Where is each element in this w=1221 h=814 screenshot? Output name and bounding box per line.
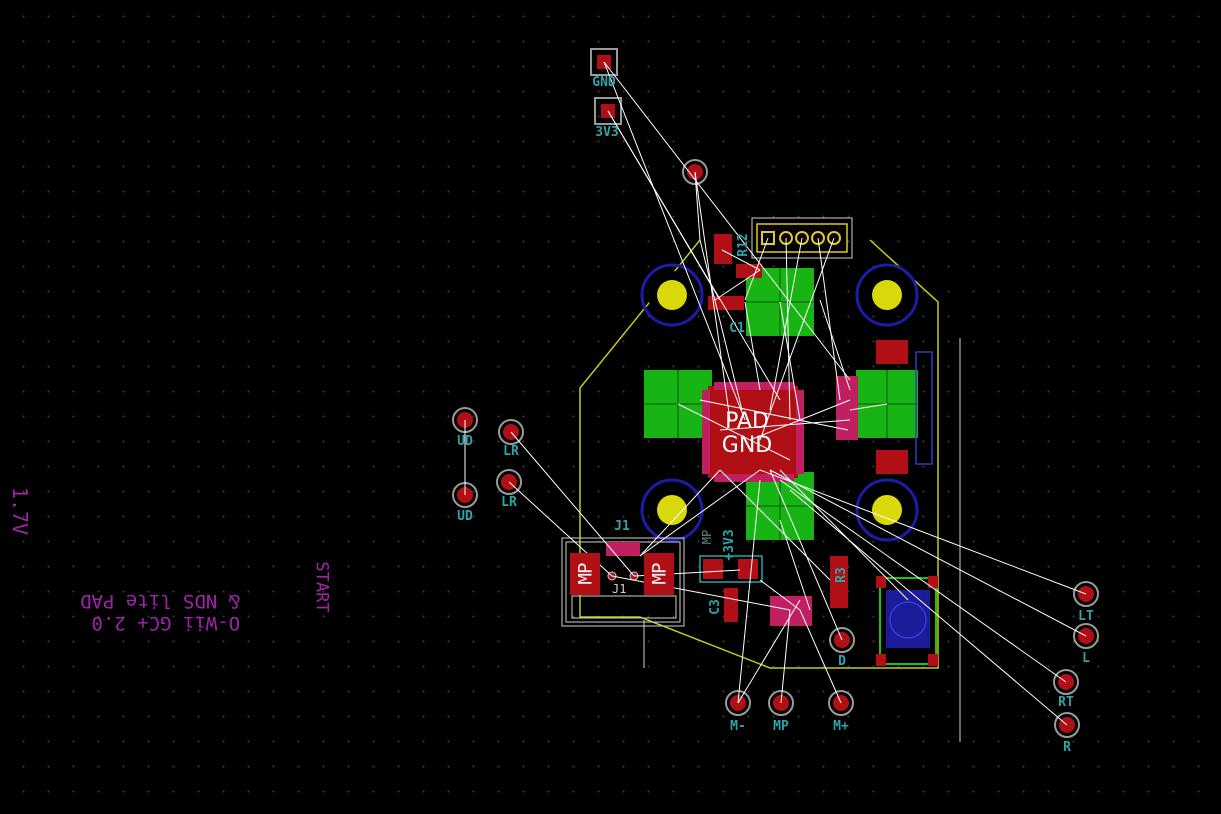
smd-part-pad[interactable] [703, 559, 723, 579]
label-lr-1: LR [503, 444, 519, 459]
fab-title-text: O-Wii GC+ 2.0 & NDS lite PAD [80, 590, 241, 634]
smd-resistor[interactable] [830, 556, 848, 608]
airwire [779, 469, 909, 601]
airwire [603, 61, 851, 381]
airwire [721, 249, 761, 271]
mounting-hole[interactable] [855, 478, 919, 542]
airwire [737, 479, 761, 704]
label-j1-fab: J1 [612, 582, 627, 596]
mounting-hole[interactable] [640, 478, 704, 542]
switch-pad[interactable] [876, 450, 908, 474]
airwire [677, 403, 791, 461]
label-mp: MP [773, 719, 789, 734]
smd-capacitor[interactable] [708, 296, 744, 310]
airwire [714, 269, 761, 301]
airwire [759, 469, 1087, 595]
pad-gnd-label: PAD GND [721, 409, 773, 458]
label-ud-1: UD [457, 434, 473, 449]
airwire [769, 469, 843, 641]
label-gnd: GND [592, 75, 616, 90]
airwire [769, 469, 1087, 637]
mp-pad-left[interactable]: MP [570, 553, 600, 595]
airwire [799, 609, 842, 704]
airwire [785, 237, 791, 421]
smd-part[interactable] [699, 555, 763, 583]
label-plus3v3: +3V3 [722, 529, 737, 561]
airwire [510, 431, 635, 577]
mounting-hole[interactable] [640, 263, 704, 327]
label-3v3: 3V3 [595, 125, 619, 140]
label-lr-2: LR [501, 495, 517, 510]
airwire [769, 237, 803, 411]
airwire [779, 479, 1067, 683]
label-d: D [838, 654, 846, 669]
ratsnest [464, 61, 1087, 726]
airwire [699, 239, 743, 411]
fab-version-text: 1.7V [8, 486, 33, 536]
label-r12: R12 [736, 233, 751, 257]
smd-resistor[interactable] [714, 234, 732, 264]
airwire [737, 599, 801, 704]
label-l: L [1082, 651, 1090, 666]
label-r: R [1063, 740, 1071, 755]
label-c3: C3 [708, 599, 723, 615]
label-j1: J1 [614, 519, 630, 534]
ic-footprint[interactable] [702, 382, 804, 482]
label-ud-2: UD [457, 509, 473, 524]
airwire [744, 301, 761, 391]
fab-start-text: START [311, 561, 332, 613]
airwire [779, 301, 801, 421]
airwire [719, 469, 831, 581]
airwire [817, 237, 841, 401]
airwire [607, 110, 781, 401]
airwire [744, 237, 769, 301]
label-c1: C1 [729, 321, 745, 336]
mp-pad-right[interactable]: MP [644, 553, 674, 595]
smd-capacitor[interactable] [724, 588, 738, 622]
airwire [639, 469, 761, 557]
airwire [849, 403, 888, 411]
label-m-plus: M+ [833, 719, 849, 734]
label-m-minus: M- [730, 719, 746, 734]
airwire [639, 469, 721, 557]
switch-outline [915, 351, 933, 465]
label-r3: R3 [834, 567, 849, 583]
airwire [611, 575, 791, 611]
smd-part-pad[interactable] [738, 559, 758, 579]
airwire [759, 237, 835, 441]
airwire [759, 579, 801, 611]
label-mp-fab: MP [700, 529, 715, 545]
airwire [819, 299, 851, 391]
smd-transistor[interactable] [770, 596, 812, 626]
airwire [780, 609, 791, 704]
label-rt: RT [1058, 695, 1074, 710]
airwire [789, 489, 1068, 726]
airwire [719, 419, 851, 431]
smd-array[interactable] [836, 376, 858, 440]
mounting-hole[interactable] [855, 263, 919, 327]
airwire [694, 171, 701, 241]
switch-pad[interactable] [876, 340, 908, 364]
board-outline [579, 239, 939, 669]
airwire [699, 399, 849, 431]
label-lt: LT [1078, 609, 1094, 624]
airwire [779, 519, 811, 611]
airwire [694, 171, 731, 421]
